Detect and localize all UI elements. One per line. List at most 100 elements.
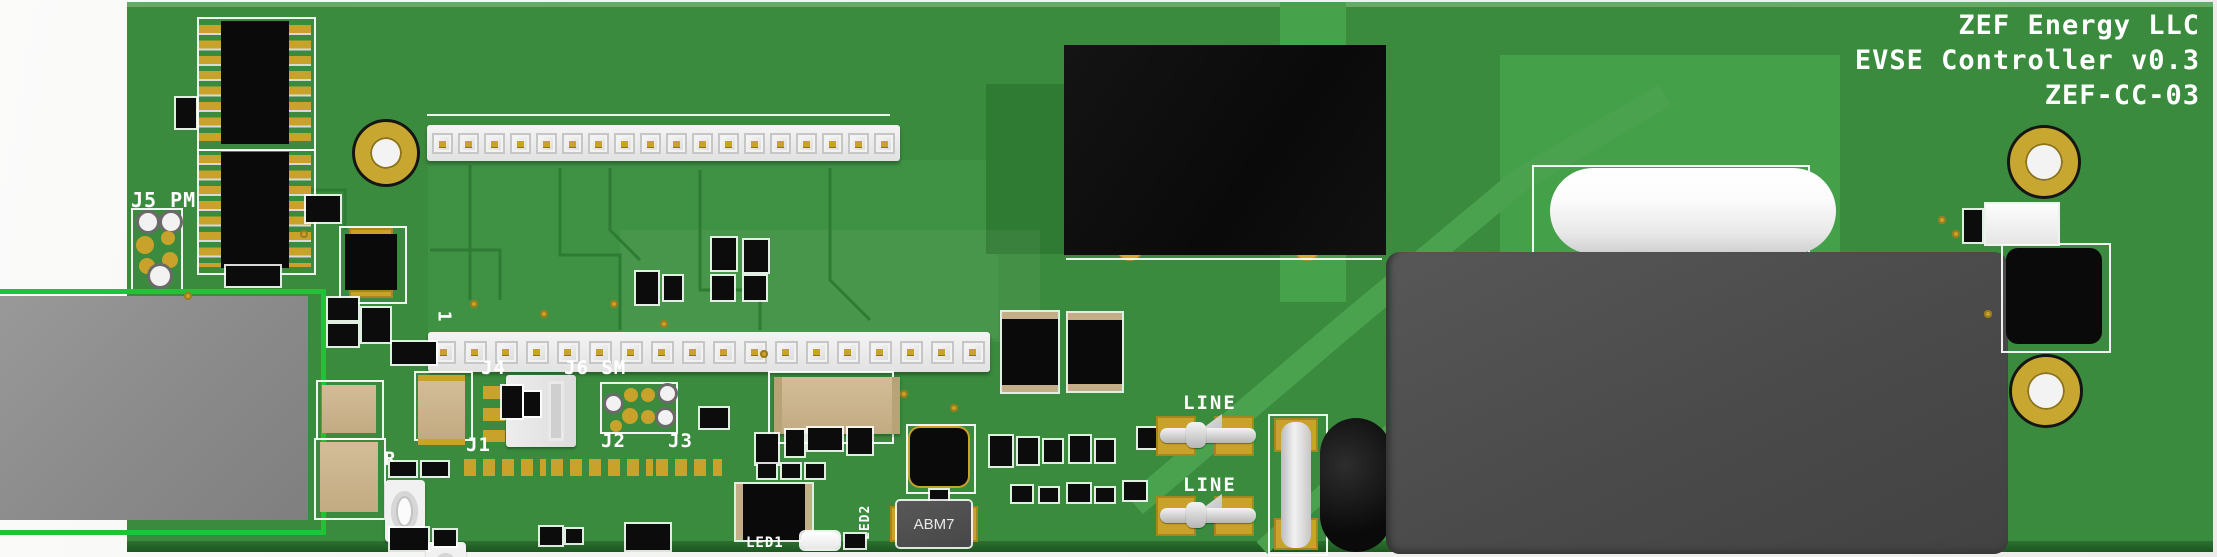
silkscreen-label-reset: R: [384, 448, 397, 470]
copper-trace: [608, 168, 642, 262]
j3-pads: [656, 459, 722, 476]
smd-component: [782, 464, 800, 478]
smd-component: [712, 276, 734, 300]
smd-component: [848, 428, 872, 454]
header-pin-socket: [874, 132, 895, 154]
header-pin-socket: [588, 132, 609, 154]
board-bottom-edge: [127, 541, 2213, 552]
header-pin-socket: [619, 340, 643, 364]
smd-component: [636, 272, 658, 304]
ic-pads-right: [289, 25, 311, 141]
j6-pad: [641, 410, 655, 424]
header-pin-socket: [484, 132, 505, 154]
cap-base: [2006, 248, 2102, 344]
pin-header-top: [427, 125, 900, 161]
board-title-line2: EVSE Controller v0.3: [1854, 45, 2200, 76]
header-pin-socket: [432, 132, 453, 154]
header-pin-socket: [681, 340, 705, 364]
smd-component: [1964, 210, 1982, 242]
crystal-label: ABM7: [913, 515, 955, 533]
smd-component: [786, 430, 804, 456]
test-point: [1952, 230, 1960, 238]
j6-footprint: [600, 382, 678, 434]
smd-component: [566, 529, 582, 543]
board-title-line3: ZEF-CC-03: [2044, 80, 2200, 111]
j4-pads: [483, 386, 505, 442]
smd-component: [392, 342, 436, 364]
header-pin-socket: [562, 132, 583, 154]
ic-pads-left: [199, 25, 221, 141]
j1-pads: [464, 459, 546, 476]
smd-component: [434, 530, 456, 546]
j6-pad: [624, 388, 638, 402]
header-pin-socket: [614, 132, 635, 154]
box-capacitor: [1002, 312, 1058, 392]
header-pin-socket: [899, 340, 923, 364]
via: [540, 310, 548, 318]
j4-connector-slot: [548, 381, 564, 441]
smd-component: [176, 98, 196, 128]
j5-pad: [162, 213, 180, 231]
fuse: [1160, 508, 1256, 523]
smd-component: [664, 276, 682, 300]
j5-pad: [139, 213, 157, 231]
header-pin-socket: [806, 340, 830, 364]
silkscreen-label-led1: LED1: [746, 535, 784, 551]
header-pin-socket: [526, 340, 550, 364]
header-pin-socket: [822, 132, 843, 154]
j5-pad: [161, 231, 175, 245]
header-pin-socket: [692, 132, 713, 154]
via: [470, 300, 478, 308]
header-pin-socket: [848, 132, 869, 154]
smd-component: [1012, 486, 1032, 502]
led: [801, 532, 839, 549]
header-pin-socket: [837, 340, 861, 364]
header-pin-socket: [640, 132, 661, 154]
smd-component: [744, 240, 768, 272]
via: [610, 300, 618, 308]
via: [760, 350, 768, 358]
smd-component: [1096, 488, 1114, 502]
fuse-clip: [1186, 502, 1206, 528]
header-pin-socket: [796, 132, 817, 154]
j6-pad: [606, 396, 621, 411]
smd-component: [306, 196, 340, 222]
via: [950, 404, 958, 412]
smd-component: [362, 308, 390, 342]
transformer: [1064, 45, 1386, 255]
smd-component: [226, 266, 280, 286]
j6-pad: [660, 386, 675, 401]
crystal-oscillator: ABM7: [897, 501, 971, 547]
header-pin-socket: [868, 340, 892, 364]
j5-pad: [162, 252, 178, 268]
power-module: [1386, 252, 2008, 554]
smd-white-component: [1986, 204, 2058, 244]
header-pin-socket: [650, 340, 674, 364]
header-pin-socket: [770, 132, 791, 154]
silkscreen-label-line-top: LINE: [1183, 392, 1237, 414]
smd-component: [756, 434, 778, 464]
smd-component: [422, 462, 448, 476]
copper-trace: [558, 168, 622, 330]
smd-component: [700, 408, 728, 428]
silkscreen-label-j3: J3: [668, 430, 693, 452]
smd-chip: [736, 484, 812, 540]
silkscreen-pin1-marker: 1: [433, 310, 455, 323]
header-pin-socket: [536, 132, 557, 154]
soic-chip: [221, 21, 289, 144]
smd-component: [502, 386, 522, 418]
smd-component: [1044, 440, 1062, 462]
mounting-hole: [2010, 128, 2078, 196]
header-pin-socket: [433, 340, 456, 364]
cartridge-fuse: [1281, 422, 1311, 548]
header-pin-socket: [775, 340, 799, 364]
ethernet-jack: [0, 296, 308, 520]
supercap-disc: [1550, 168, 1836, 254]
tantalum-cap: [418, 375, 465, 445]
j2-pads: [551, 459, 653, 476]
test-point: [1938, 216, 1946, 224]
silkscreen-label-j6: J6 SM: [564, 357, 627, 379]
smd-component: [1018, 438, 1038, 464]
qfn-chip: [345, 234, 397, 290]
